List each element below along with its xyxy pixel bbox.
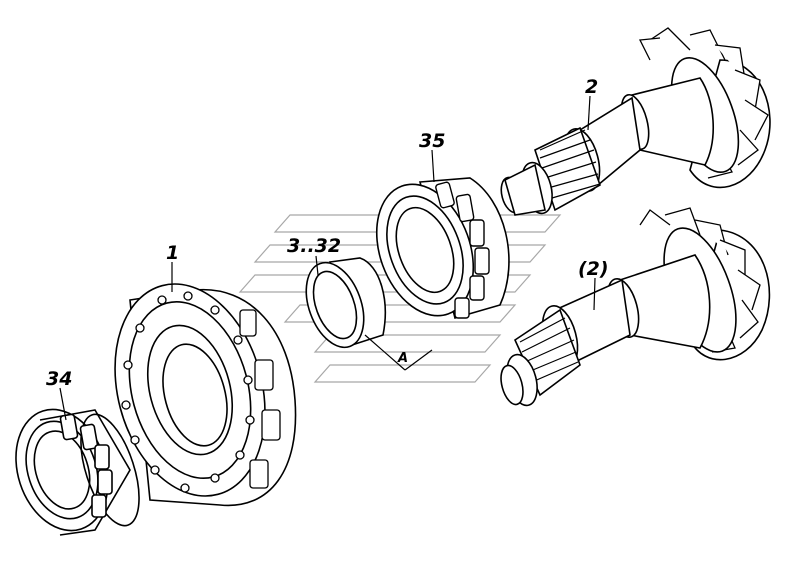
callout-35: 35 — [419, 130, 446, 152]
callout-1: 1 — [166, 242, 180, 264]
view-marker-a: A — [364, 334, 433, 371]
pinion-shaft-2-alt — [500, 207, 771, 407]
bearing-34 — [15, 408, 140, 536]
leader-lines — [59, 95, 596, 421]
pinion-shaft-2 — [500, 27, 771, 216]
callout-2-alt: (2) — [578, 258, 609, 280]
spacer-ring-3-32 — [305, 257, 387, 349]
hub-housing-1 — [114, 283, 297, 507]
callout-34: 34 — [46, 368, 73, 390]
callout-3-32: 3..32 — [287, 235, 342, 257]
bearing-35 — [375, 177, 510, 319]
view-marker-label: A — [397, 351, 408, 366]
callout-2: 2 — [585, 76, 599, 98]
